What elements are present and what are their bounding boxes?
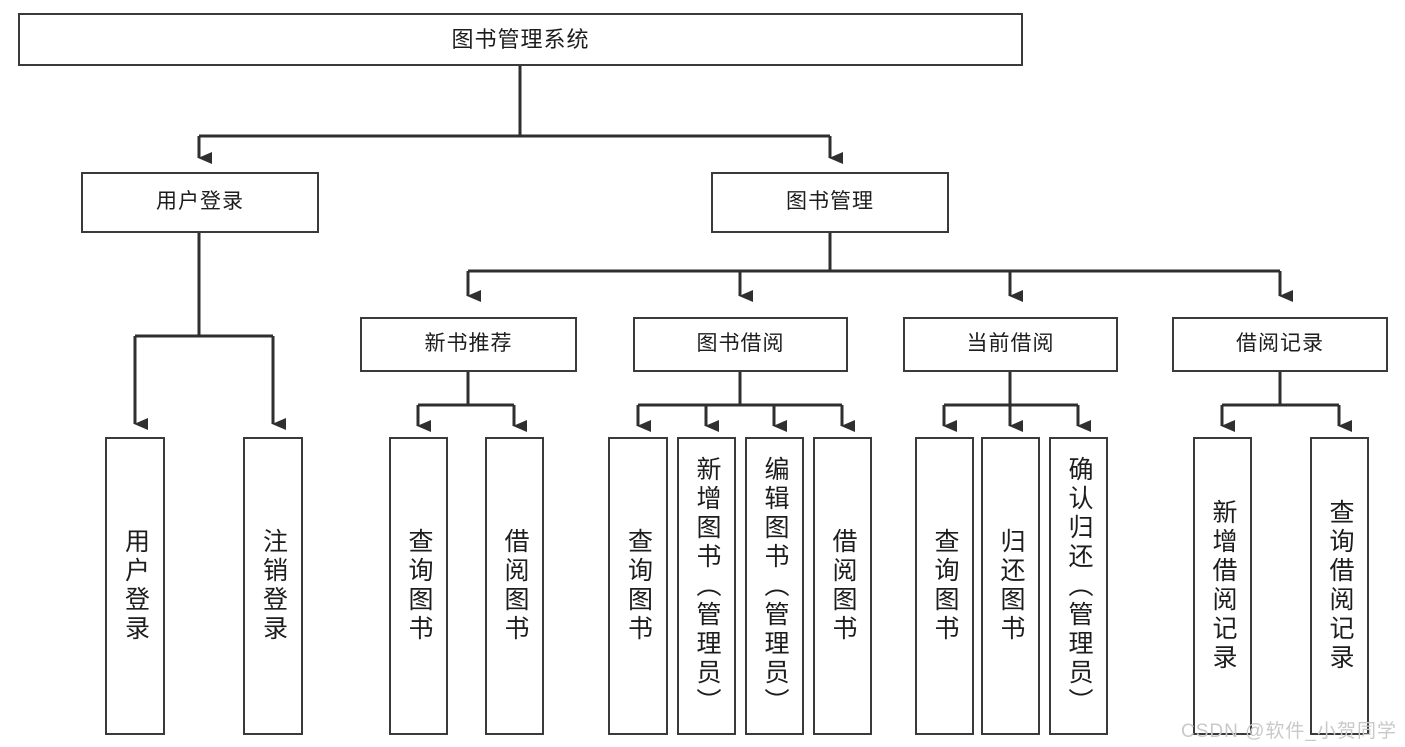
node-book-management-label: 图书管理 — [786, 190, 874, 214]
node-leaf-user-login-label: 用户登录 — [121, 528, 150, 644]
node-leaf-borrow-book-1-label: 借阅图书 — [501, 528, 529, 644]
node-leaf-borrow-book-2[interactable]: 借阅图书 — [813, 437, 872, 735]
node-leaf-query-record[interactable]: 查询借阅记录 — [1310, 437, 1369, 735]
node-leaf-add-book-label: 新增图书（管理员） — [693, 455, 721, 717]
node-book-borrow-label: 图书借阅 — [696, 332, 785, 356]
node-leaf-borrow-book-1[interactable]: 借阅图书 — [485, 437, 544, 735]
node-leaf-add-book[interactable]: 新增图书（管理员） — [677, 437, 736, 735]
node-leaf-query-record-label: 查询借阅记录 — [1326, 499, 1354, 673]
node-new-book-recommend[interactable]: 新书推荐 — [360, 317, 577, 372]
node-leaf-user-login[interactable]: 用户登录 — [105, 437, 165, 735]
node-leaf-edit-book[interactable]: 编辑图书（管理员） — [745, 437, 804, 735]
node-leaf-query-book-3[interactable]: 查询图书 — [915, 437, 974, 735]
node-leaf-query-book-2-label: 查询图书 — [624, 528, 653, 644]
node-root[interactable]: 图书管理系统 — [18, 13, 1023, 66]
node-book-management[interactable]: 图书管理 — [711, 172, 949, 233]
node-leaf-add-record[interactable]: 新增借阅记录 — [1193, 437, 1252, 735]
node-user-login[interactable]: 用户登录 — [81, 172, 319, 233]
node-leaf-query-book-1[interactable]: 查询图书 — [389, 437, 448, 735]
node-leaf-query-book-1-label: 查询图书 — [405, 528, 433, 644]
node-current-borrow[interactable]: 当前借阅 — [903, 317, 1118, 372]
node-leaf-return-book[interactable]: 归还图书 — [981, 437, 1040, 735]
node-root-label: 图书管理系统 — [451, 26, 590, 52]
node-user-login-label: 用户登录 — [156, 190, 244, 214]
node-leaf-borrow-book-2-label: 借阅图书 — [829, 528, 857, 644]
node-leaf-add-record-label: 新增借阅记录 — [1209, 499, 1237, 673]
node-current-borrow-label: 当前借阅 — [966, 332, 1055, 356]
node-leaf-user-logout-label: 注销登录 — [259, 528, 288, 644]
node-leaf-user-logout[interactable]: 注销登录 — [243, 437, 303, 735]
node-new-book-recommend-label: 新书推荐 — [424, 332, 513, 356]
node-leaf-query-book-3-label: 查询图书 — [931, 528, 959, 644]
node-leaf-edit-book-label: 编辑图书（管理员） — [761, 455, 789, 717]
node-leaf-query-book-2[interactable]: 查询图书 — [608, 437, 668, 735]
node-leaf-return-book-label: 归还图书 — [997, 528, 1025, 644]
node-book-borrow[interactable]: 图书借阅 — [633, 317, 848, 372]
node-borrow-record-label: 借阅记录 — [1236, 332, 1324, 356]
node-leaf-confirm-return[interactable]: 确认归还（管理员） — [1049, 437, 1108, 735]
node-borrow-record[interactable]: 借阅记录 — [1172, 317, 1388, 372]
node-leaf-confirm-return-label: 确认归还（管理员） — [1065, 455, 1093, 717]
